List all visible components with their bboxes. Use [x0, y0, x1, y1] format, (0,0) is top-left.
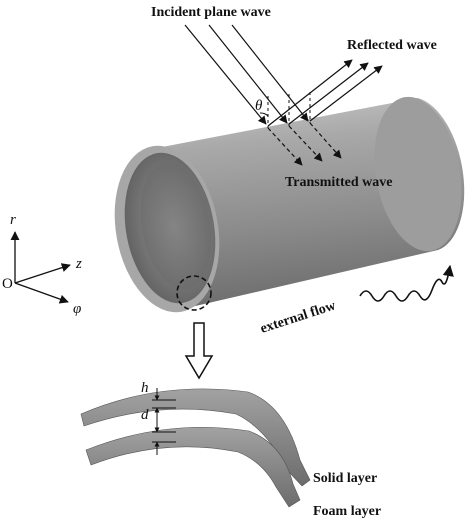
cylinder-opening — [124, 152, 216, 304]
theta-arc — [259, 112, 269, 117]
origin-label: O — [2, 276, 13, 292]
cylinder-far-end — [374, 96, 462, 252]
external-flow-arrow — [359, 264, 454, 302]
incident-wave-label: Incident plane wave — [151, 5, 271, 20]
transmitted-wave-label: Transmitted wave — [285, 175, 392, 190]
zoom-arrow — [184, 322, 214, 380]
reflected-wave-label: Reflected wave — [347, 38, 437, 53]
phi-axis — [14, 282, 69, 304]
thickness-dimensions — [152, 388, 176, 455]
foam-layer — [85, 426, 301, 508]
phi-axis-label: φ — [73, 301, 81, 317]
h-label: h — [141, 380, 149, 396]
normal-lines — [267, 92, 311, 128]
theta-label: θ — [255, 98, 263, 114]
solid-layer-label: Solid layer — [313, 471, 377, 486]
z-axis-label: z — [75, 256, 82, 272]
external-flow-label: external flow — [259, 298, 339, 337]
foam-layer-label: Foam layer — [313, 504, 381, 519]
cylinder-pipe — [114, 96, 465, 313]
detail-circle — [176, 275, 212, 311]
z-axis — [14, 263, 71, 284]
r-axis-label: r — [10, 212, 16, 228]
solid-layer — [80, 388, 311, 487]
d-label: d — [141, 407, 149, 423]
coordinate-axes — [10, 231, 71, 304]
transmitted-rays — [267, 122, 342, 166]
